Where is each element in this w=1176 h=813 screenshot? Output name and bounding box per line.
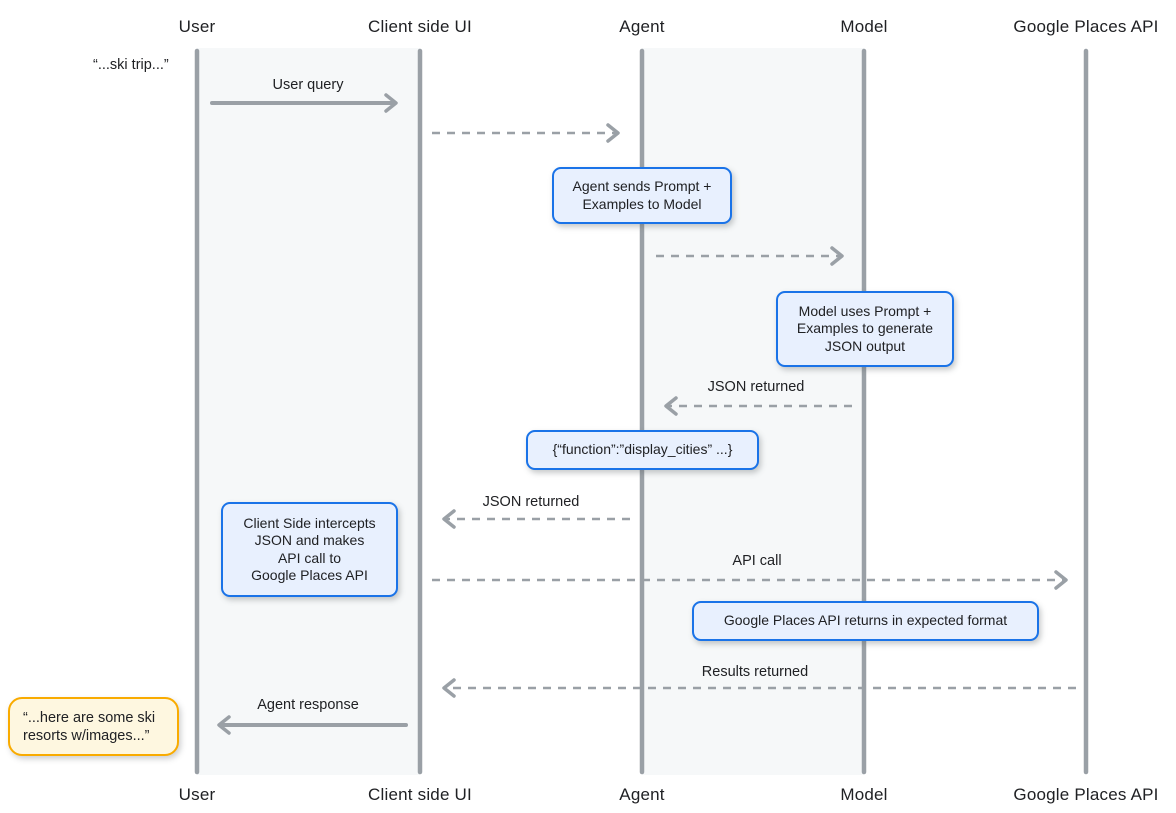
label-api-call: API call [732,553,782,569]
note-places-returns: Google Places API returns in expected fo… [692,601,1039,641]
note-function-json: {“function”:”display_cities” ...} [526,430,759,470]
quote-ski-resorts-response: “...here are some ski resorts w/images..… [8,697,179,756]
label-json-returned-2: JSON returned [482,494,580,510]
actor-label-top-user: User [178,17,216,36]
label-json-returned-1: JSON returned [707,379,805,395]
note-agent-sends-prompt: Agent sends Prompt + Examples to Model [552,167,732,224]
actor-label-bottom-model: Model [840,785,888,804]
actor-label-bottom-user: User [178,785,216,804]
label-user-query: User query [272,77,344,93]
activation-band-user-client [197,48,420,775]
actor-label-bottom-agent: Agent [619,785,665,804]
note-client-intercepts: Client Side intercepts JSON and makes AP… [221,502,398,597]
actor-label-top-places: Google Places API [1013,17,1159,36]
actor-label-bottom-client: Client side UI [368,785,472,804]
actor-label-top-model: Model [840,17,888,36]
note-model-generates-json: Model uses Prompt + Examples to generate… [776,291,954,367]
actor-label-top-agent: Agent [619,17,665,36]
actor-label-top-client: Client side UI [368,17,472,36]
label-results-returned: Results returned [701,664,809,680]
quote-ski-trip: “...ski trip...” [93,57,169,73]
actor-label-bottom-places: Google Places API [1013,785,1159,804]
label-agent-response: Agent response [257,697,359,713]
